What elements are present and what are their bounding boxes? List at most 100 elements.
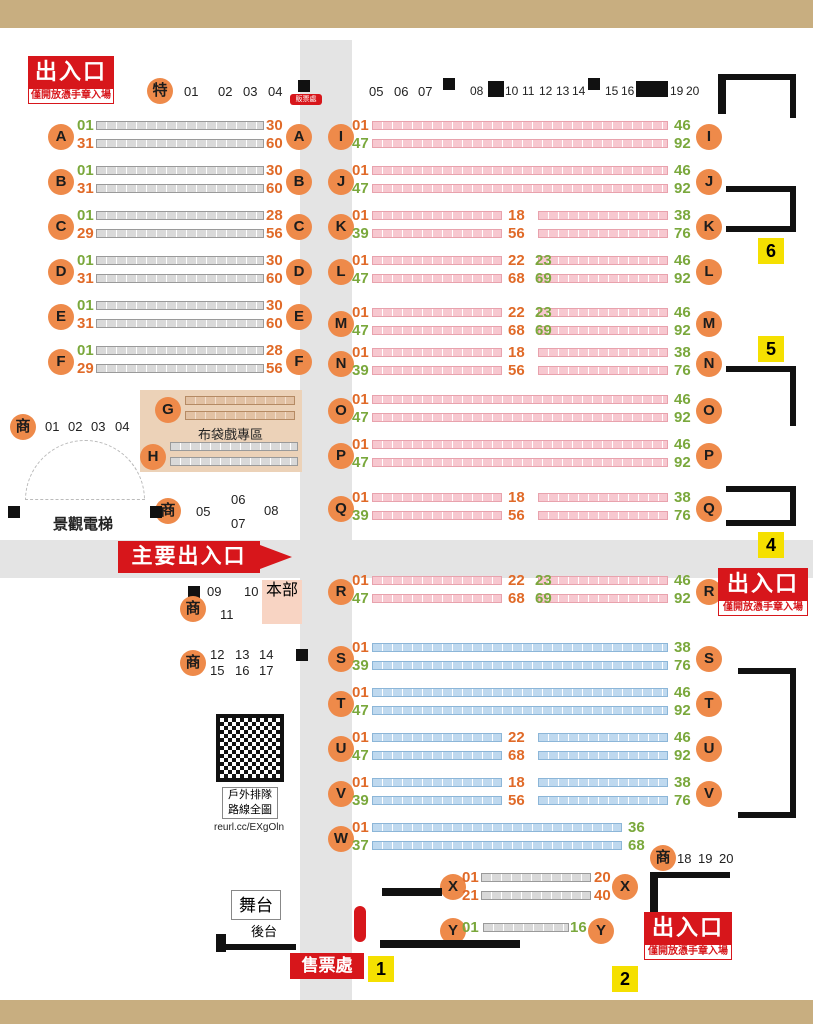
row-start-bottom: 47 <box>352 590 369 607</box>
booth-strip <box>481 891 591 900</box>
row-x-marker: X <box>612 874 638 900</box>
ticket-office[interactable]: 售票處 <box>290 953 364 979</box>
exit-note: 僅開放憑手章入場 <box>28 88 114 104</box>
row-end-top: 38 <box>674 639 691 656</box>
special-19: 19 <box>670 84 684 98</box>
wall <box>726 226 796 232</box>
row-end-top: 28 <box>266 207 283 224</box>
pillar <box>150 506 162 518</box>
shop-08: 08 <box>264 503 279 518</box>
gate-5: 5 <box>758 336 784 362</box>
row-marker: J <box>328 169 354 195</box>
booth-strip <box>372 594 502 603</box>
row-start-bottom: 31 <box>77 315 94 332</box>
row-start-bottom: 47 <box>352 135 369 152</box>
row-end-bottom: 76 <box>674 657 691 674</box>
booth-strip <box>538 211 668 220</box>
gate-1: 1 <box>368 956 394 982</box>
row-mid2-bottom: 69 <box>535 590 552 607</box>
headquarters: 本部 <box>262 580 302 624</box>
row-marker: M <box>696 311 722 337</box>
exit-bottom-right[interactable]: 出入口 僅開放憑手章入場 <box>644 912 732 960</box>
booth-strip <box>372 413 668 422</box>
booth-strip <box>372 841 622 850</box>
row-end-bottom: 76 <box>674 507 691 524</box>
booth-strip <box>372 348 502 357</box>
bottom-border <box>0 1000 813 1024</box>
pillar <box>588 78 600 90</box>
gate-6: 6 <box>758 238 784 264</box>
shop-marker: 商 <box>180 650 206 676</box>
row-marker: F <box>48 349 74 375</box>
booth-strip <box>372 166 668 175</box>
row-marker: I <box>696 124 722 150</box>
shop-02: 02 <box>68 419 83 434</box>
wall <box>650 872 730 878</box>
booth-strip <box>372 326 502 335</box>
exit-title: 出入口 <box>651 915 724 940</box>
arrow-right-icon <box>260 545 292 569</box>
booth-strip <box>538 511 668 520</box>
exit-right[interactable]: 出入口 僅開放憑手章入場 <box>718 568 808 616</box>
row-mid-top: 22 <box>508 252 525 269</box>
shop-06: 06 <box>231 492 246 507</box>
row-start-bottom: 47 <box>352 702 369 719</box>
qr-line2: 路線全圖 <box>228 804 272 816</box>
booth-strip <box>372 229 502 238</box>
row-mid-top: 18 <box>508 344 525 361</box>
exit-top-left[interactable]: 出入口 僅開放憑手章入場 <box>28 56 114 104</box>
row-start-bottom: 31 <box>77 135 94 152</box>
row-start-top: 01 <box>352 572 369 589</box>
puppet-area-title: 布袋戲專區 <box>198 427 264 442</box>
row-start-top: 01 <box>352 729 369 746</box>
row-mid-top: 18 <box>508 489 525 506</box>
row-marker: P <box>696 443 722 469</box>
special-06: 06 <box>394 84 409 99</box>
row-start-bottom: 47 <box>352 747 369 764</box>
row-end-top: 38 <box>674 774 691 791</box>
row-start-bottom: 39 <box>352 507 369 524</box>
row-mid-bottom: 56 <box>508 792 525 809</box>
row-mid-top: 22 <box>508 572 525 589</box>
row-marker: M <box>328 311 354 337</box>
row-end-top: 46 <box>674 729 691 746</box>
row-end-top: 38 <box>674 344 691 361</box>
row-start-top: 01 <box>77 207 94 224</box>
row-marker: F <box>286 349 312 375</box>
row-end-top: 46 <box>674 162 691 179</box>
main-entrance[interactable]: 主要出入口 <box>118 541 260 573</box>
booth-strip <box>185 396 295 405</box>
special-12: 12 <box>539 84 553 98</box>
pillar <box>8 506 20 518</box>
row-end-bottom: 60 <box>266 180 283 197</box>
qr-code-icon[interactable] <box>216 714 284 782</box>
row-mid2-top: 23 <box>535 252 552 269</box>
booth-strip <box>96 229 264 238</box>
top-border <box>0 0 813 28</box>
booth-strip <box>372 395 668 404</box>
row-mid-top: 22 <box>508 304 525 321</box>
booth-strip <box>372 778 502 787</box>
booth-strip <box>170 457 298 466</box>
booth-strip <box>372 366 502 375</box>
shop-11: 11 <box>220 607 234 622</box>
booth-strip <box>372 211 502 220</box>
row-marker: S <box>696 646 722 672</box>
row-start-bottom: 29 <box>77 360 94 377</box>
row-end-top: 30 <box>266 162 283 179</box>
special-20: 20 <box>686 84 700 98</box>
booth-strip <box>538 366 668 375</box>
special-marker: 特 <box>147 78 173 104</box>
row-start-bottom: 29 <box>77 225 94 242</box>
shop-18: 18 <box>677 851 692 866</box>
booth-strip <box>372 256 502 265</box>
row-start-top: 01 <box>77 252 94 269</box>
row-marker: T <box>328 691 354 717</box>
shop-13: 13 <box>235 647 250 662</box>
qr-url[interactable]: reurl.cc/EXgOln <box>214 822 285 833</box>
booth-strip <box>372 823 622 832</box>
booth-strip <box>185 411 295 420</box>
wall <box>216 944 296 950</box>
row-g-marker: G <box>155 397 181 423</box>
row-end-top: 38 <box>674 207 691 224</box>
